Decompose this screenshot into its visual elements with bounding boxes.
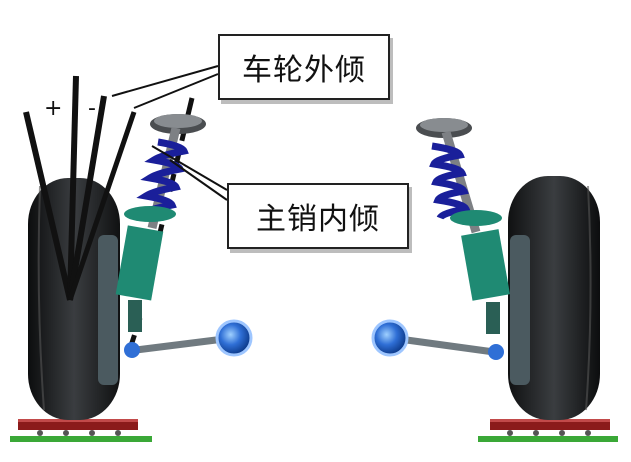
callout-camber-leader-1 — [111, 65, 219, 97]
callout-kpi-leader-2 — [169, 159, 228, 201]
kingpin-inclination-label: 主销内倾 — [256, 202, 380, 237]
platform-left — [18, 419, 138, 436]
camber-lines — [23, 75, 137, 301]
strut-left — [115, 114, 206, 332]
ball-joint-left — [215, 319, 253, 357]
ground-line-right — [478, 436, 618, 442]
strut-right — [416, 118, 510, 334]
tire-right — [508, 176, 600, 420]
kingpin-inclination-callout: 主销内倾 — [227, 183, 409, 249]
tire-left — [28, 178, 120, 420]
callout-camber-leader-2 — [133, 73, 219, 109]
ball-joint-right — [371, 319, 409, 357]
camber-callout: 车轮外倾 — [218, 34, 390, 100]
ground-line-left — [10, 436, 152, 442]
camber-plus-sign: + — [44, 96, 63, 121]
callout-kpi-leader-1 — [151, 145, 228, 191]
platform-right — [490, 419, 610, 436]
lower-arm-right — [391, 334, 495, 356]
camber-label: 车轮外倾 — [242, 53, 366, 88]
camber-minus-sign: - — [88, 96, 96, 121]
